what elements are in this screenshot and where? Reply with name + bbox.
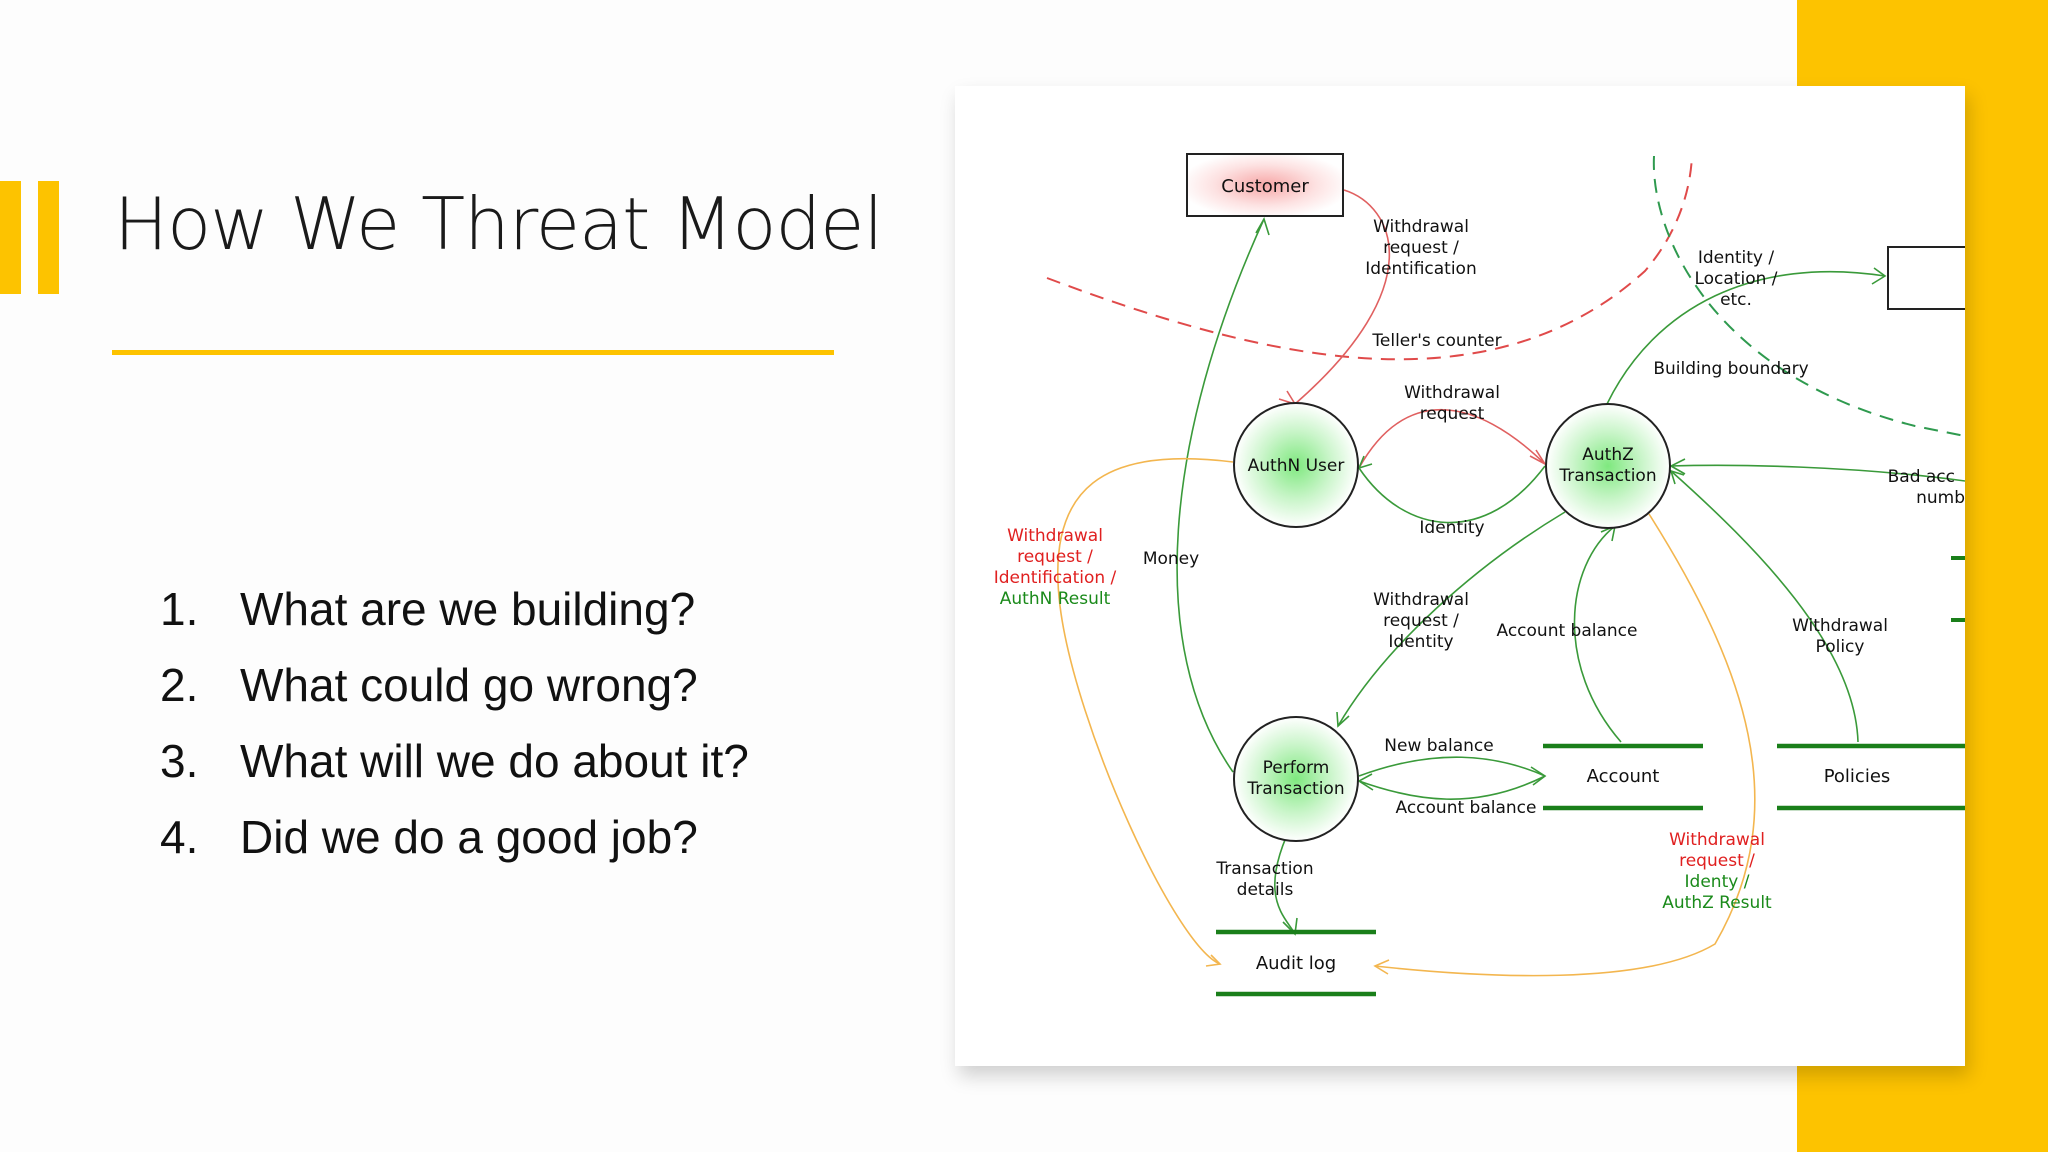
flow-label: request <box>1420 404 1485 424</box>
flow-authz-to-audit <box>1374 513 1756 977</box>
title-underline <box>112 350 834 355</box>
flow-authz-to-perform <box>1337 511 1566 727</box>
question-item: 3. What will we do about it? <box>160 728 749 804</box>
flow-authz-to-authn <box>1358 465 1546 524</box>
flow-label-threat: request / <box>1017 547 1093 567</box>
flow-label: Identification <box>1365 259 1476 279</box>
flow-label-threat: Withdrawal <box>1669 830 1765 850</box>
flow-label: etc. <box>1720 290 1752 310</box>
authn-user-process <box>1233 402 1359 528</box>
customer-label: Customer <box>1221 176 1309 197</box>
flow-label: Transaction <box>1215 859 1313 879</box>
question-text: What are we building? <box>240 583 696 635</box>
question-list: 1. What are we building? 2. What could go … <box>160 576 749 880</box>
flow-label: Account balance <box>1396 798 1537 818</box>
flow-customer-to-authn <box>1294 189 1391 405</box>
diagram-svg: Teller's counter Building boundary Custo… <box>994 153 1965 997</box>
customer-entity <box>1186 153 1344 217</box>
flow-label: Withdrawal <box>1404 383 1500 403</box>
flow-label: Policy <box>1816 637 1865 657</box>
flow-authz-to-external <box>1606 270 1886 405</box>
perform-transaction-label-line2: Transaction <box>1246 779 1344 799</box>
flow-label: Money <box>1143 549 1199 569</box>
authz-transaction-label-line2: Transaction <box>1558 466 1656 486</box>
flow-label: New balance <box>1384 736 1493 756</box>
question-item: 1. What are we building? <box>160 576 749 652</box>
external-entity-partial <box>1887 246 1965 310</box>
perform-transaction-process <box>1233 716 1359 842</box>
flow-money <box>1176 218 1265 773</box>
tellers-counter-label: Teller's counter <box>1371 331 1501 351</box>
tellers-counter-boundary <box>1046 155 1693 361</box>
accent-bar-left-2 <box>38 181 59 294</box>
flow-label: Account balance <box>1497 621 1638 641</box>
flow-label: request / <box>1383 611 1459 631</box>
flow-bad-account <box>1670 464 1965 482</box>
question-number: 2. <box>160 659 199 711</box>
flow-authn-to-audit <box>1056 457 1234 965</box>
audit-log-store <box>1216 929 1376 997</box>
authz-transaction-process <box>1545 403 1671 529</box>
policies-store <box>1777 743 1965 811</box>
question-text: What will we do about it? <box>240 735 749 787</box>
flow-label-threat: Withdrawal <box>1007 526 1103 546</box>
flow-account-balance <box>1358 775 1546 800</box>
flow-label: Withdrawal <box>1373 590 1469 610</box>
flow-label: Location / <box>1694 269 1777 289</box>
question-number: 1. <box>160 583 199 635</box>
account-store <box>1543 743 1703 811</box>
perform-transaction-label-line1: Perform <box>1263 758 1330 778</box>
flow-label: Withdrawal <box>1373 217 1469 237</box>
flow-label: Identity <box>1419 518 1484 538</box>
audit-log-store-label: Audit log <box>1256 953 1336 974</box>
flow-account-to-authz <box>1573 525 1622 743</box>
flow-label-ok: AuthN Result <box>1000 589 1111 609</box>
question-number: 4. <box>160 811 199 863</box>
flow-label: numb <box>1916 488 1965 508</box>
accent-bar-left-1 <box>0 181 21 294</box>
flow-new-balance <box>1358 756 1546 777</box>
flow-label-threat: Identification / <box>994 568 1117 588</box>
question-text: What could go wrong? <box>240 659 698 711</box>
data-flow-diagram: Teller's counter Building boundary Custo… <box>955 86 1965 1066</box>
flow-transaction-details <box>1273 817 1296 935</box>
question-text: Did we do a good job? <box>240 811 698 863</box>
flow-label: request / <box>1383 238 1459 258</box>
authn-user-label: AuthN User <box>1248 456 1345 476</box>
question-number: 3. <box>160 735 199 787</box>
policies-store-label: Policies <box>1824 766 1891 787</box>
authz-transaction-label-line1: AuthZ <box>1582 445 1634 465</box>
flow-label: details <box>1237 880 1294 900</box>
building-boundary-label: Building boundary <box>1653 359 1808 379</box>
flow-label: Identity / <box>1698 248 1775 268</box>
flow-policy-to-authz <box>1670 470 1859 743</box>
flow-authn-to-authz <box>1358 409 1546 469</box>
flow-label-threat: request / <box>1679 851 1755 871</box>
flow-label: Withdrawal <box>1792 616 1888 636</box>
flow-label-ok: Identy / <box>1685 872 1750 892</box>
building-boundary <box>1652 155 1965 437</box>
slide-title: How We Threat Model <box>114 182 883 266</box>
flow-label: Bad acc <box>1888 467 1955 487</box>
question-item: 4. Did we do a good job? <box>160 804 749 880</box>
flow-label-ok: AuthZ Result <box>1662 893 1772 913</box>
flow-label: Identity <box>1388 632 1453 652</box>
question-item: 2. What could go wrong? <box>160 652 749 728</box>
account-store-label: Account <box>1587 766 1660 787</box>
